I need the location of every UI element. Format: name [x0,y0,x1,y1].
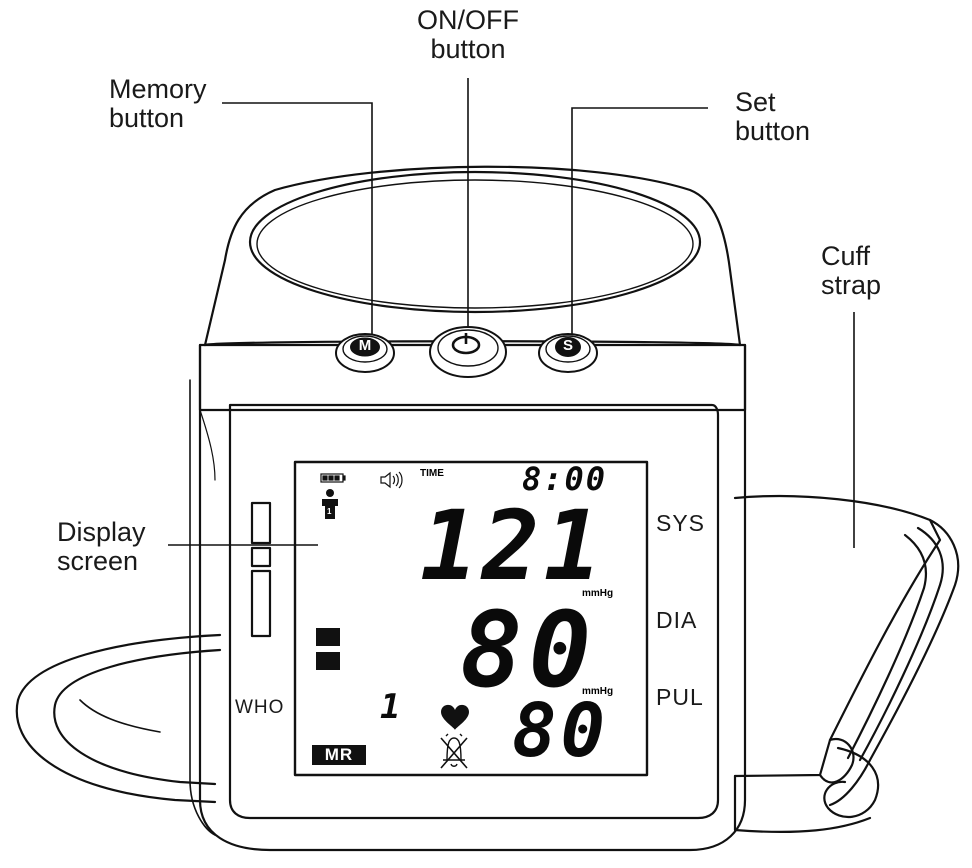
time-label: TIME [420,468,444,479]
dia-unit: mmHg [582,686,614,697]
set-button-letter: S [562,337,573,354]
who-label: WHO [235,697,285,718]
set-label-line2: button [735,116,811,146]
memory-index-readout: 1 [380,687,401,727]
memory-label: Memory button [109,75,207,133]
alarm-icon [440,733,468,769]
memory-button-letter: M [358,337,372,354]
speaker-icon [380,471,403,489]
diastolic-readout: 80 [460,589,598,711]
set-button [538,333,598,373]
set-label: Set button [735,88,810,146]
dia-label: DIA [656,607,698,633]
display-label-line2: screen [57,546,139,576]
onoff-button [429,326,507,378]
onoff-label-line2: button [430,34,506,64]
battery-icon [320,473,346,483]
irregular-heartbeat-icon [441,704,469,730]
pul-label: PUL [656,684,704,710]
display-label-line1: Display [57,517,146,547]
onoff-label-line1: ON/OFF [417,5,519,35]
cuff-label: Cuff strap [821,242,881,300]
top-opening [248,170,702,314]
classification-bars [316,628,340,670]
cuff-strap-body [733,494,942,778]
bar-indicator-mid [250,546,272,568]
set-label-line1: Set [735,87,776,117]
memory-badge: MR [312,745,366,765]
display-frame [228,403,720,820]
device-body [198,343,747,852]
bar-indicator-bottom [250,569,272,638]
pulse-readout: 80 [512,688,610,774]
memory-label-line1: Memory [109,74,207,104]
leader-memory [222,102,373,340]
lcd-screen [293,460,649,777]
cuff-tube [15,633,222,804]
device-top-housing [203,165,742,347]
memory-label-line2: button [109,103,185,133]
cuff-label-line2: strap [821,270,882,300]
memory-button [335,333,395,373]
time-readout: 8:00 [522,460,608,498]
onoff-label: ON/OFF button [408,6,528,64]
sys-unit: mmHg [582,588,614,599]
user-number: 1 [327,507,332,516]
sys-label: SYS [656,510,706,536]
user-icon [322,489,338,519]
display-label: Display screen [57,518,146,576]
systolic-readout: 121 [420,490,606,602]
leader-set [571,107,708,340]
bar-indicator-top [250,501,272,545]
cuff-label-line1: Cuff [821,241,871,271]
